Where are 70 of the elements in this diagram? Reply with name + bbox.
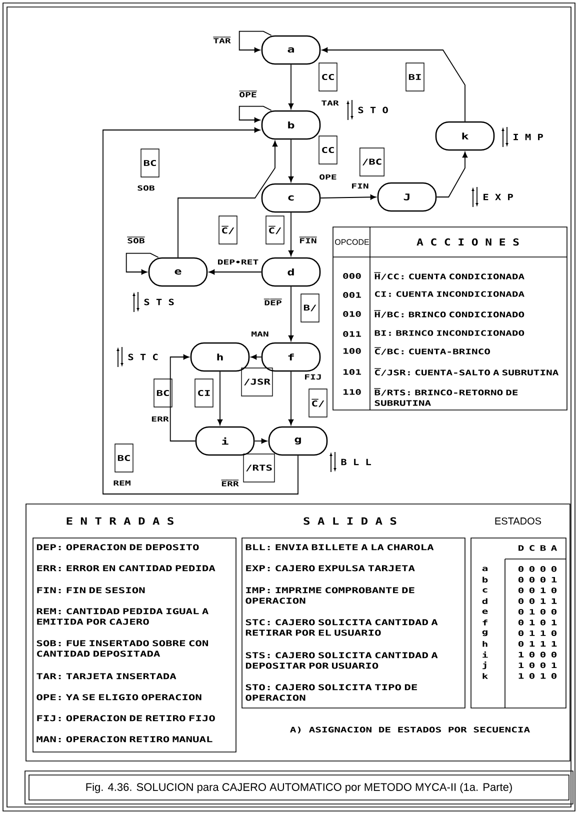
arrow [322,47,466,122]
action-box: CC [318,136,338,164]
arrow [288,286,294,342]
signal-label: S T C [128,354,158,360]
table-header: A C C I O N E S [416,238,519,246]
arrow [208,269,262,275]
panel-heading: S A L I D A S [304,517,396,525]
arrow [178,140,278,258]
panel-heading: ESTADOS [495,517,542,525]
state-node: g [268,426,328,456]
arrow [288,139,294,182]
action-box: B/ [300,294,320,322]
action-box: BC [140,148,160,178]
arrow [217,371,223,426]
signal-label: S T S [144,298,174,306]
caption-box: Fig. 4.36. SOLUCION para CAJERO AUTOMATICO por METODO MYCA-II (1a. Parte) [24,770,574,804]
action-box: /RTS [243,454,275,482]
definition-text: MAN: OPERACION RETIRO MANUAL [36,736,212,742]
definition-text: BLL: ENVIA BILLETE A LA CHAROLA [246,544,434,550]
signal-label: I M P [514,134,543,140]
arrow [288,212,294,256]
action-box: C̅/ [266,216,284,244]
arrow [288,64,294,110]
arrow [126,252,159,275]
state-node: b [261,110,321,140]
state-node: h [190,342,250,372]
state-node: J [377,182,437,212]
state-node: f [261,342,321,372]
definition-text: FIJ: OPERACION DE RETIRO FIJO [37,715,215,722]
signal-label: B L L [341,458,371,466]
definition-text: STO: CAJERO SOLICITA TIPO DE OPERACION [246,684,417,701]
arrow [436,152,468,198]
arrow [170,354,196,442]
state-node: k [435,121,495,151]
definition-text: DEP: OPERACION DE DEPOSITO [36,544,199,550]
action-box: CI [194,378,214,408]
signal-label: E X P [484,194,513,200]
definition-text: EXP: CAJERO EXPULSA TARJETA [246,565,415,572]
signal-label: S T O [358,106,388,114]
arrow [320,194,376,200]
arrow [254,438,268,444]
state-node: i [195,426,255,456]
arrow [238,30,272,53]
action-box: BC [114,444,134,472]
action-box: BI [406,62,424,92]
definition-text: REM: CANTIDAD PEDIDA IGUAL A EMITIDA POR CAJERO [36,608,208,625]
definition-text: FIN: FIN DE SESION [37,587,145,594]
state-node: c [261,183,321,213]
definition-text: IMP: IMPRIME COMPROBANTE DE OPERACION [246,587,414,604]
action-box: BC [154,378,172,408]
definition-text: ERR: ERROR EN CANTIDAD PEDIDA [37,565,216,572]
definition-text: STS: CAJERO SOLICITA CANTIDAD A DEPOSITAR POR USUARIO [246,652,438,669]
definition-text: SOB: FUE INSERTADO SOBRE CON CANTIDAD DEPOSITADA [36,640,208,657]
state-node: e [148,257,208,287]
definition-text: STC: CAJERO SOLICITA CANTIDAD A RETIRAR POR EL USUARIO [246,619,438,636]
arrow [288,371,294,426]
table-header: OPCODE [335,239,369,245]
state-node: d [261,257,321,287]
action-box: CC [318,62,338,92]
arrow [238,106,272,123]
action-box: C̅/ [308,388,328,418]
definition-text: TAR: TARJETA INSERTADA [36,673,176,680]
action-box: /JSR [241,368,273,396]
state-node: a [261,35,321,65]
definition-text: OPE: YA SE ELIGIO OPERACION [36,694,202,700]
action-box: C̅/ [218,216,238,244]
panel-heading: E N T R A D A S [66,517,174,525]
arrow [102,127,298,494]
arrow [250,354,262,360]
action-box: /BC [360,148,384,176]
